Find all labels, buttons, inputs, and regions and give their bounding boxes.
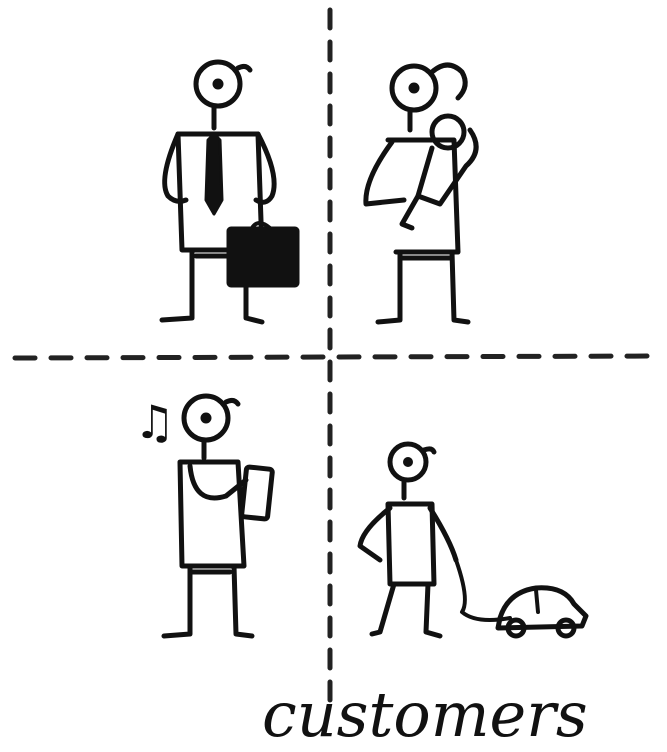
customers-caption: customers xyxy=(262,678,588,751)
child-with-toy-car-figure xyxy=(360,444,586,636)
music-note-icon: ♫ xyxy=(134,395,175,449)
parent-with-child-figure xyxy=(366,65,476,322)
music-listener-figure: ♫ xyxy=(134,395,273,636)
quadrant-dividers xyxy=(15,10,660,700)
businessman-figure xyxy=(162,62,298,322)
horizontal-divider xyxy=(15,356,660,358)
